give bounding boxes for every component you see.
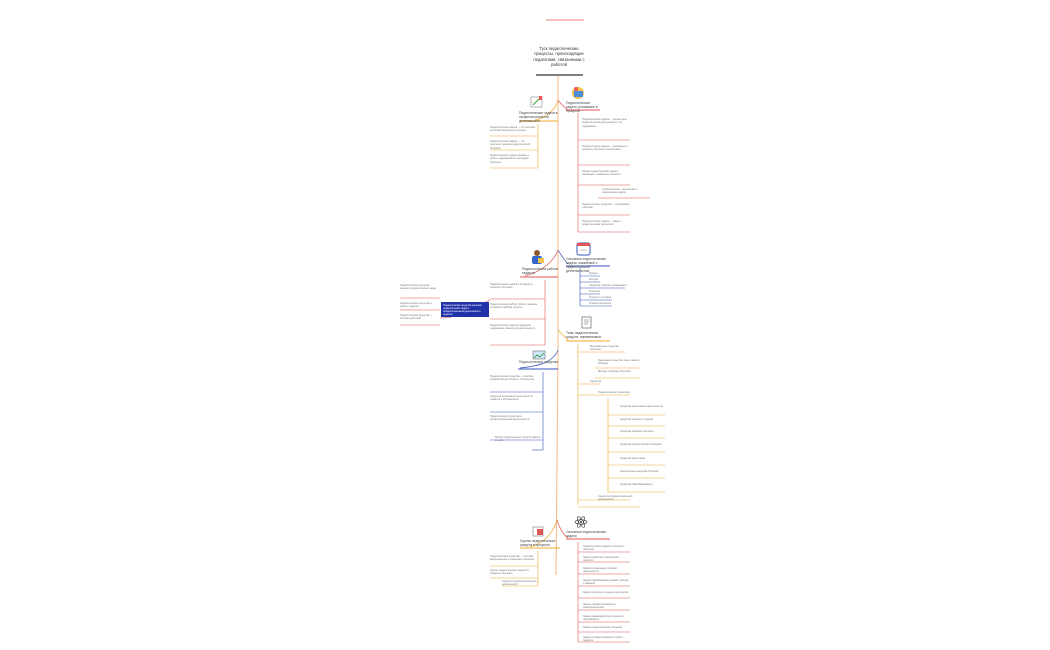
atom-icon [574,515,588,534]
leaf-b3-0[interactable]: Педагогическая задача и ситуация в проце… [490,283,533,290]
leaf-b6-10[interactable]: Комплексные средства обучения [620,470,659,473]
leaf-b3-2[interactable]: Педагогическая задача определяет содержа… [490,324,536,331]
leaf-b2-3[interactable]: Стратегические, тактические и оперативны… [602,188,638,195]
leaf-b6-7[interactable]: Средства развития личности [620,430,654,433]
leaf-b7-4[interactable]: Задачи контроля и оценки результатов [583,591,629,594]
branch-label-b4[interactable]: Основные педагогические задачи, связанны… [566,257,607,274]
branch-label-b5[interactable]: Педагогические средства [519,360,559,364]
leaf-brackets-right [577,113,665,643]
leaf-b6-3[interactable]: Методы и приёмы обучения [598,370,631,373]
branch-label-b7[interactable]: Основные педагогические задачи [566,530,607,539]
leaf-b7-3[interactable]: Задачи формирования знаний, умений и нав… [583,579,629,586]
leaf-left-2[interactable]: Педагогические средства — система действ… [400,314,433,321]
leaf-b7-1[interactable]: Задачи развития и воспитания личности [583,556,619,563]
leaf-b8-0[interactable]: Педагогические средства — система матери… [490,555,534,562]
leaf-b5-3[interactable]: Выбор педагогических средств зависит от … [495,436,541,443]
calendar-icon [575,240,593,262]
selected-topic[interactable]: Педагогические средства решения педагоги… [441,302,489,317]
leaf-b1-1[interactable]: Педагогическая задача — это результат ан… [490,140,531,150]
branch-label-b3[interactable]: Педагогическая работа педагога [522,267,558,276]
leaf-b1-2[interactable]: Педагогические задачи связаны с целью, с… [490,154,530,164]
branch-label-b8[interactable]: Группы педагогических средств в процессе [520,539,556,548]
leaf-b4-5[interactable]: Оценка результата [589,302,611,305]
leaf-b4-2[interactable]: Средства и формы организации [589,284,627,287]
leaf-b2-1[interactable]: Педагогические задачи — решаемые в проце… [582,145,628,152]
leaf-b4-4[interactable]: Ресурсы и условия [589,296,612,299]
leaf-b1-0[interactable]: Педагогическая задача — это система, в к… [490,126,536,133]
leaf-left-1[interactable]: Педагогические средства в работе педагог… [400,302,432,309]
branch-label-b1[interactable]: Педагогические задачи в профессиональной… [519,111,558,124]
leaf-b7-0[interactable]: Педагогические задачи в процессе обучени… [583,545,624,552]
leaf-b7-7[interactable]: Задачи педагогического общения [583,626,622,629]
main-trunk [555,76,559,576]
leaf-b5-1[interactable]: Средства организации деятельности педаго… [490,395,533,402]
leaf-left-0[interactable]: Педагогические средства решения педагоги… [400,284,437,291]
leaf-b6-12[interactable]: Средства профессиональной деятельности [598,495,633,502]
leaf-b6-2[interactable]: Средства [590,380,602,383]
leaf-b6-1[interactable]: Идеальные средства: язык, знания, образц… [598,359,640,366]
book-icon [531,525,545,543]
leaf-b8-2[interactable]: Средства профессиональной деятельности [502,580,537,587]
document-icon [581,316,592,334]
branch-label-b2[interactable]: Педагогические задачи, решаемые в процес… [566,101,598,114]
notebook-icon [530,95,544,113]
leaf-b6-6[interactable]: Средства контроля и оценки [620,418,654,421]
leaf-b7-8[interactable]: Задачи профессионального роста педагога [583,636,623,643]
leaf-b6-9[interactable]: Средства воспитания [620,457,646,460]
leaf-b6-4[interactable]: Педагогические технологии [598,391,631,394]
leaf-b4-1[interactable]: Методы [589,278,599,281]
leaf-b6-0[interactable]: Материальные средства обучения [590,345,619,352]
leaf-b2-4[interactable]: Педагогические средства — содержание и м… [582,203,630,210]
leaf-b6-5[interactable]: Средства организации деятельности [620,405,663,408]
leaf-b4-0[interactable]: Задача [589,272,598,275]
folder-icon [570,85,586,105]
leaf-b3-1[interactable]: Педагогическая работа требует анализа си… [490,303,538,310]
leaf-b2-2[interactable]: Общие педагогические задачи, связанные с… [582,170,621,177]
leaf-b4-3[interactable]: Результат [589,290,601,293]
branch-underlines [518,109,610,549]
leaf-b7-5[interactable]: Задачи профессионального самоопределения [583,603,616,610]
leaf-b5-0[interactable]: Педагогические средства — способы воздей… [490,375,534,382]
leaf-b6-8[interactable]: Средства педагогического общения [620,443,662,446]
leaf-b7-2[interactable]: Задачи организации учебной деятельности [583,567,617,574]
leaf-b8-1[interactable]: Группы педагогических средств в процессе… [490,569,529,576]
teacher-icon [528,248,546,271]
branch-label-b6[interactable]: Типы педагогических средств, применяемых [566,331,602,340]
leaf-b5-2[interactable]: Педагогические средства в профессиональн… [490,415,530,422]
leaf-b2-0[interactable]: Педагогическая задача — общая цель педаг… [582,118,627,128]
leaf-b2-5[interactable]: Педагогические задачи — связь с педагоги… [582,220,622,227]
leaf-b7-6[interactable]: Задачи взаимодействия педагога и обучающ… [583,615,624,622]
chart-image-icon [532,347,546,365]
leaf-b6-11[interactable]: Средства самообразования [620,483,653,486]
central-topic[interactable]: Туск педагогические процессы, происходящ… [533,46,585,67]
branch-connectors [519,99,569,548]
leaf-brackets-left [400,124,546,587]
